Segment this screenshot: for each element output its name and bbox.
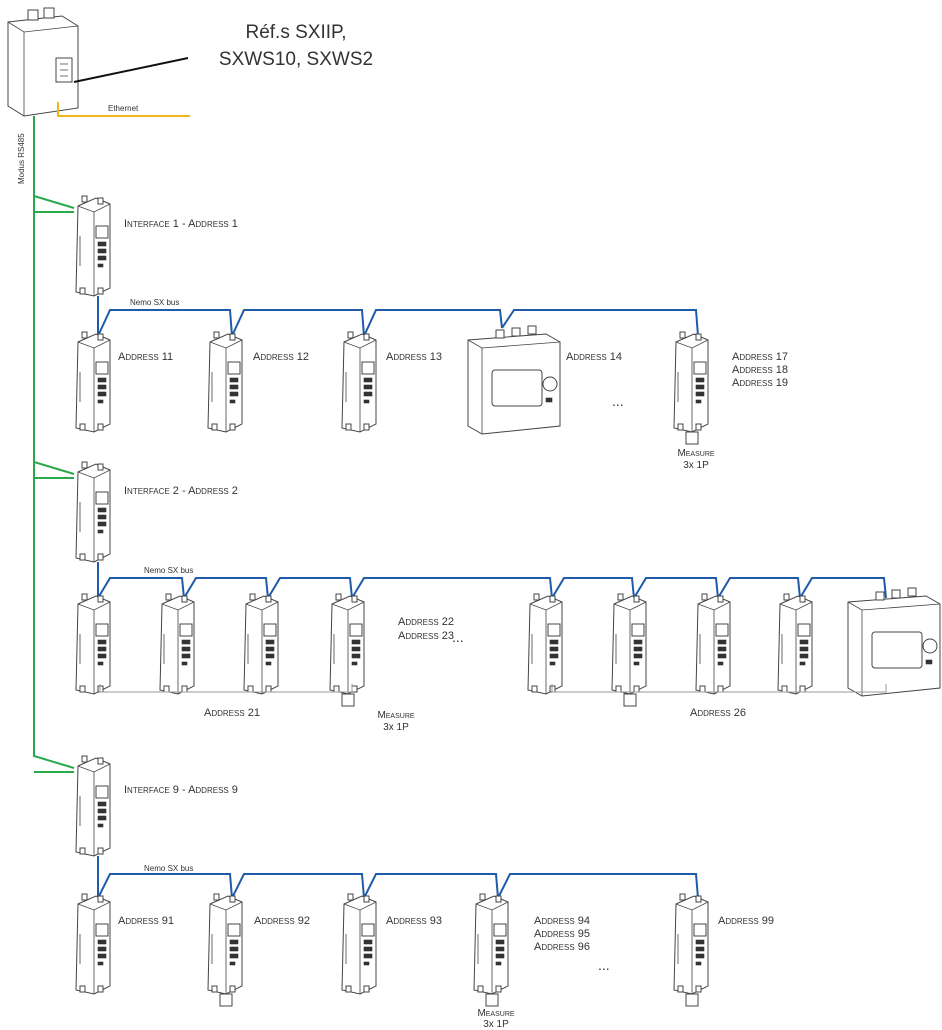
interface-1-device [75, 195, 111, 297]
interface-9-label: Interface 9 - Address 9 [124, 784, 238, 796]
measure-sub-3: 3x 1P [483, 1019, 509, 1030]
bracket-address-21 [99, 684, 353, 693]
ellipsis-group-3: ... [598, 957, 610, 973]
device-address-17-19 [674, 332, 708, 444]
label-address-13: Address 13 [386, 351, 442, 363]
label-address-11: Address 11 [118, 351, 173, 363]
device-address-12 [207, 331, 243, 433]
nemo-bus-3-label: Nemo SX bus [144, 864, 193, 873]
label-address-91: Address 91 [118, 915, 174, 927]
nemo-bus-1 [97, 296, 699, 337]
nemo-bus-2-label: Nemo SX bus [144, 566, 193, 575]
device-address-11 [75, 331, 111, 433]
rs485-label: Modus RS485 [17, 133, 26, 184]
device-group2-6 [612, 594, 646, 706]
device-group2-3 [243, 593, 279, 695]
device-address-92 [208, 894, 242, 1006]
device-address-93 [341, 893, 377, 995]
label-address-21: Address 21 [204, 707, 260, 719]
interface-2-device [75, 461, 111, 563]
label-address-17: Address 17 [732, 351, 788, 363]
label-address-93: Address 93 [386, 915, 442, 927]
interface-9-device [75, 755, 111, 857]
gateway-pointer-line [73, 57, 189, 83]
gateway-device [7, 7, 79, 117]
measure-sub-1: 3x 1P [683, 460, 709, 471]
gateway-ref-line2: SXWS10, SXWS2 [219, 49, 373, 70]
label-address-12: Address 12 [253, 351, 309, 363]
measure-label-2: Measure [377, 710, 414, 721]
label-address-94: Address 94 [534, 915, 590, 927]
device-address-99 [674, 894, 708, 1006]
nemo-bus-2 [97, 562, 887, 599]
label-address-92: Address 92 [254, 915, 310, 927]
label-address-23: Address 23 [398, 630, 454, 642]
ethernet-cable [57, 102, 190, 117]
measure-label-3: Measure [477, 1008, 514, 1019]
device-group2-9 [847, 587, 941, 697]
device-address-14 [467, 325, 561, 435]
device-address-91 [75, 893, 111, 995]
device-group2-1 [75, 593, 111, 695]
label-address-95: Address 95 [534, 928, 590, 940]
device-address-22-23 [330, 594, 364, 706]
device-group2-7 [695, 593, 731, 695]
label-address-26: Address 26 [690, 707, 746, 719]
nemo-bus-1-label: Nemo SX bus [130, 298, 179, 307]
label-address-96: Address 96 [534, 941, 590, 953]
label-address-22: Address 22 [398, 616, 454, 628]
bracket-address-26 [551, 684, 887, 693]
label-address-18: Address 18 [732, 364, 788, 376]
interface-2-label: Interface 2 - Address 2 [124, 485, 238, 497]
rs485-interface-links [34, 211, 74, 773]
device-address-13 [341, 331, 377, 433]
label-address-19: Address 19 [732, 377, 788, 389]
nemo-bus-3 [97, 856, 699, 899]
rs485-backbone [33, 116, 75, 769]
label-address-99: Address 99 [718, 915, 774, 927]
device-group2-8 [777, 593, 813, 695]
label-address-14: Address 14 [566, 351, 622, 363]
device-group2-2 [159, 593, 195, 695]
ellipsis-group-1: ... [612, 393, 624, 409]
ellipsis-group-2: ... [452, 629, 464, 645]
measure-sub-2: 3x 1P [383, 722, 409, 733]
ethernet-label: Ethernet [108, 104, 139, 113]
gateway-ref-line1: Réf.s SXIIP, [245, 22, 346, 43]
device-group2-5 [527, 593, 563, 695]
interface-1-label: Interface 1 - Address 1 [124, 218, 238, 230]
measure-label-1: Measure [677, 448, 714, 459]
device-address-94-96 [474, 894, 508, 1006]
